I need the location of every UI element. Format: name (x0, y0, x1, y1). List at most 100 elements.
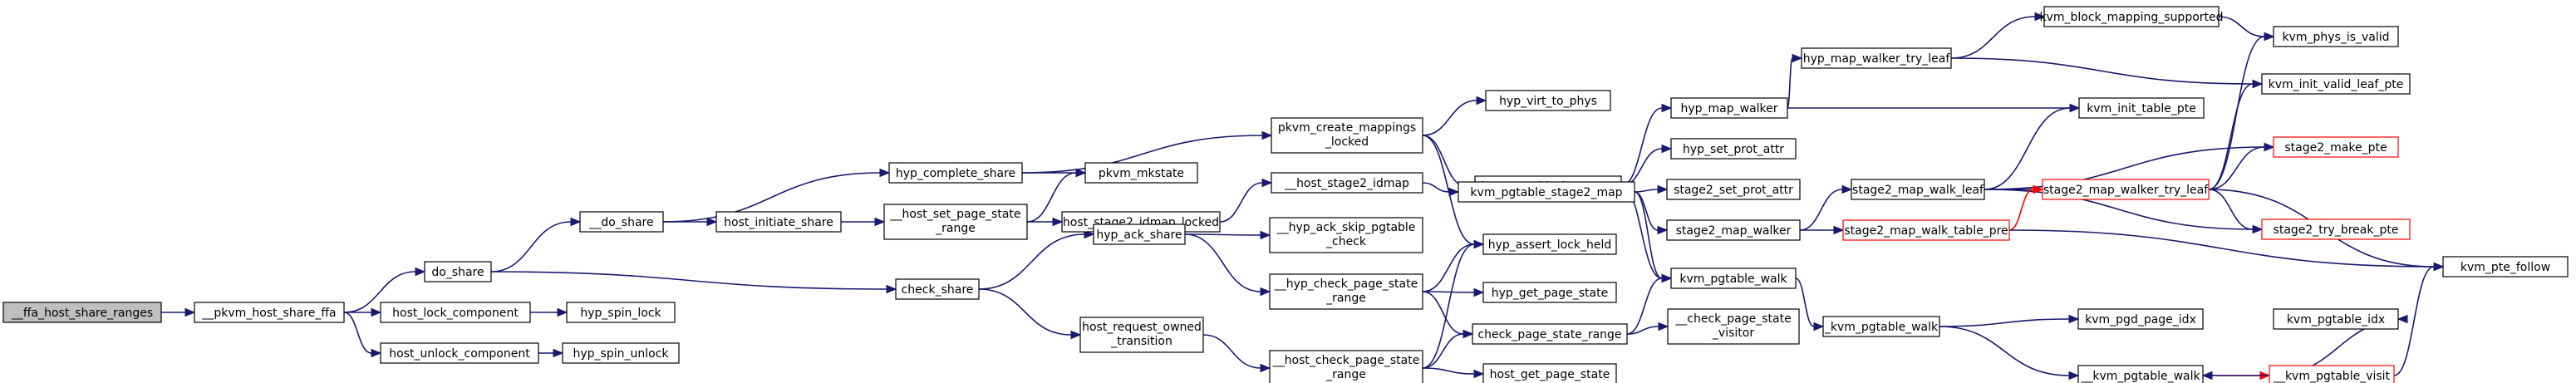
node-label: host_unlock_component (389, 347, 530, 361)
node-label: host_initiate_share (724, 216, 833, 229)
node-kvm-pgd-page-idx[interactable]: kvm_pgd_page_idx (2077, 308, 2204, 330)
node-box (2, 302, 162, 323)
node-kvm-pgtable-stage2-map[interactable]: kvm_pgtable_stage2_map (1458, 181, 1635, 203)
node-stage2-map-walk-leaf[interactable]: stage2_map_walk_leaf (1851, 179, 1985, 200)
node-box (1472, 323, 1628, 345)
node-box (566, 302, 676, 323)
node-kvm-pgtable-walk[interactable]: kvm_pgtable_walk (1670, 268, 1797, 289)
edge-check-page-state-range-to-check-page-state-visitor (1626, 322, 1669, 335)
node-label: host_get_page_state (1490, 368, 1610, 381)
node-host-check-page-state-range[interactable]: __host_check_page_state_range (1269, 350, 1423, 383)
node-box (380, 342, 539, 364)
node-do-share-inner[interactable]: __do_share (579, 211, 664, 233)
node-kvm-init-valid-leaf-pte[interactable]: kvm_init_valid_leaf_pte (2261, 73, 2411, 95)
node-pkvm-host-share-ffa[interactable]: __pkvm_host_share_ffa (194, 302, 345, 323)
node-label: check_share (902, 283, 974, 297)
node-kvm-pgtable-idx[interactable]: kvm_pgtable_idx (2273, 308, 2399, 330)
node-stage2-map-walker[interactable]: stage2_map_walker (1666, 219, 1801, 241)
node-kvm-block-mapping-supported[interactable]: kvm_block_mapping_supported (2039, 6, 2224, 27)
node-kvm-pgtable-walk-inner[interactable]: _kvm_pgtable_walk (1822, 316, 1940, 337)
node-label: __check_page_state (1674, 312, 1791, 326)
node-stage2-set-prot-attr[interactable]: stage2_set_prot_attr (1666, 179, 1801, 200)
node-hyp-map-walker[interactable]: hyp_map_walker (1670, 97, 1788, 119)
node-label: _kvm_pgtable_walk (1824, 321, 1939, 334)
node-box (1670, 268, 1797, 289)
node-hyp-assert-lock-held[interactable]: hyp_assert_lock_held (1482, 233, 1617, 255)
node-host-request-owned-transition[interactable]: host_request_owned_transition (1079, 317, 1204, 353)
node-hyp-check-page-state-range[interactable]: __hyp_check_page_state_range (1269, 273, 1423, 310)
edge-host-set-page-state-range-to-host-stage2-idmap-locked (1026, 217, 1064, 227)
node-label: __hyp_check_page_state (1274, 277, 1418, 291)
node-box (1666, 179, 1801, 200)
node-label: __kvm_pgtable_visit (2273, 370, 2391, 383)
edge-stage2-map-walk-table-pre-to-stage2-map-walker-try-leaf (2008, 184, 2044, 231)
node-kvm-pgtable-walk-dunder[interactable]: __kvm_pgtable_walk (2077, 365, 2204, 383)
node-box (2077, 365, 2204, 383)
node-hyp-ack-skip-pgtable-check[interactable]: __hyp_ack_skip_pgtable_check (1269, 217, 1423, 253)
node-kvm-phys-is-valid[interactable]: kvm_phys_is_valid (2273, 26, 2399, 47)
edge-hyp-check-page-state-range-to-hyp-get-page-state (1422, 287, 1485, 297)
node-label: hyp_complete_share (896, 167, 1015, 180)
node-box (1670, 138, 1797, 160)
node-box (1485, 90, 1611, 111)
node-host-initiate-share[interactable]: host_initiate_share (715, 211, 842, 233)
node-hyp-spin-lock[interactable]: hyp_spin_lock (566, 302, 676, 323)
node-label: hyp_assert_lock_held (1488, 238, 1612, 252)
node-hyp-virt-to-phys[interactable]: hyp_virt_to_phys (1485, 90, 1611, 111)
edge-do-share-inner-to-hyp-complete-share (662, 168, 891, 223)
node-box (562, 342, 680, 364)
node-box (895, 278, 980, 300)
node-kvm-init-table-pte[interactable]: kvm_init_table_pte (2078, 97, 2205, 119)
node-label: hyp_spin_lock (580, 307, 661, 320)
node-hyp-ack-share[interactable]: hyp_ack_share (1093, 223, 1186, 245)
node-do-share[interactable]: do_share (424, 261, 492, 282)
node-box (715, 211, 842, 233)
node-box (2042, 179, 2210, 200)
node-check-share[interactable]: check_share (895, 278, 980, 300)
edge-host-request-owned-transition-to-host-check-page-state-range (1202, 334, 1271, 373)
node-box (1822, 316, 1940, 337)
node-stage2-map-walker-try-leaf[interactable]: stage2_map_walker_try_leaf (2042, 179, 2210, 200)
node-ffa-host-share-ranges[interactable]: __ffa_host_share_ranges (2, 302, 162, 323)
node-stage2-make-pte[interactable]: stage2_make_pte (2273, 136, 2399, 158)
node-host-get-page-state[interactable]: host_get_page_state (1482, 363, 1617, 383)
node-box (194, 302, 345, 323)
node-host-lock-component[interactable]: host_lock_component (380, 302, 531, 323)
node-box (1271, 117, 1423, 154)
node-hyp-get-page-state[interactable]: hyp_get_page_state (1482, 282, 1617, 303)
node-pkvm-mkstate[interactable]: pkvm_mkstate (1084, 162, 1198, 184)
node-label: hyp_get_page_state (1492, 287, 1608, 300)
edge-hyp-complete-share-to-pkvm-create-mappings-locked (1021, 130, 1273, 174)
edge-hyp-ack-share-to-hyp-check-page-state-range (1184, 233, 1271, 297)
node-box (2077, 308, 2204, 330)
node-box (1269, 350, 1423, 383)
node-host-unlock-component[interactable]: host_unlock_component (380, 342, 539, 364)
node-hyp-complete-share[interactable]: hyp_complete_share (888, 162, 1023, 184)
node-kvm-pgtable-visit[interactable]: __kvm_pgtable_visit (2269, 365, 2395, 383)
node-hyp-map-walker-try-leaf[interactable]: hyp_map_walker_try_leaf (1801, 47, 1952, 69)
edge-host-check-page-state-range-to-check-page-state-range (1422, 329, 1474, 369)
node-hyp-spin-unlock[interactable]: hyp_spin_unlock (562, 342, 680, 364)
node-label: do_share (431, 266, 484, 279)
node-box (380, 302, 531, 323)
edge-hyp-map-walker-try-leaf-to-kvm-block-mapping-supported (1950, 12, 2046, 59)
node-label: pkvm_mkstate (1099, 167, 1184, 180)
node-box (424, 261, 492, 282)
node-label: kvm_pgtable_walk (1679, 273, 1787, 286)
node-label: kvm_pgd_page_idx (2085, 313, 2196, 327)
node-box (1670, 97, 1788, 119)
node-stage2-try-break-pte[interactable]: stage2_try_break_pte (2261, 219, 2411, 240)
node-box (2269, 365, 2395, 383)
node-check-page-state-visitor[interactable]: __check_page_state_visitor (1667, 308, 1800, 345)
node-hyp-set-prot-attr[interactable]: hyp_set_prot_attr (1670, 138, 1797, 160)
node-stage2-map-walk-table-pre[interactable]: stage2_map_walk_table_pre (1842, 219, 2010, 241)
node-host-set-page-state-range[interactable]: __host_set_page_state_range (883, 204, 1028, 240)
edge-stage2-map-walker-try-leaf-to-kvm-phys-is-valid (2208, 32, 2275, 190)
edge-kvm-pgtable-visit-to-kvm-pte-follow (2393, 262, 2445, 376)
node-host-stage2-idmap[interactable]: __host_stage2_idmap (1271, 172, 1423, 194)
edge-host-stage2-idmap-to-kvm-pgtable-stage2-map (1422, 182, 1460, 197)
node-box (1482, 363, 1617, 383)
node-kvm-pte-follow[interactable]: kvm_pte_follow (2442, 256, 2569, 277)
node-check-page-state-range[interactable]: check_page_state_range (1472, 323, 1628, 345)
node-pkvm-create-mappings-locked[interactable]: pkvm_create_mappings_locked (1271, 117, 1423, 154)
